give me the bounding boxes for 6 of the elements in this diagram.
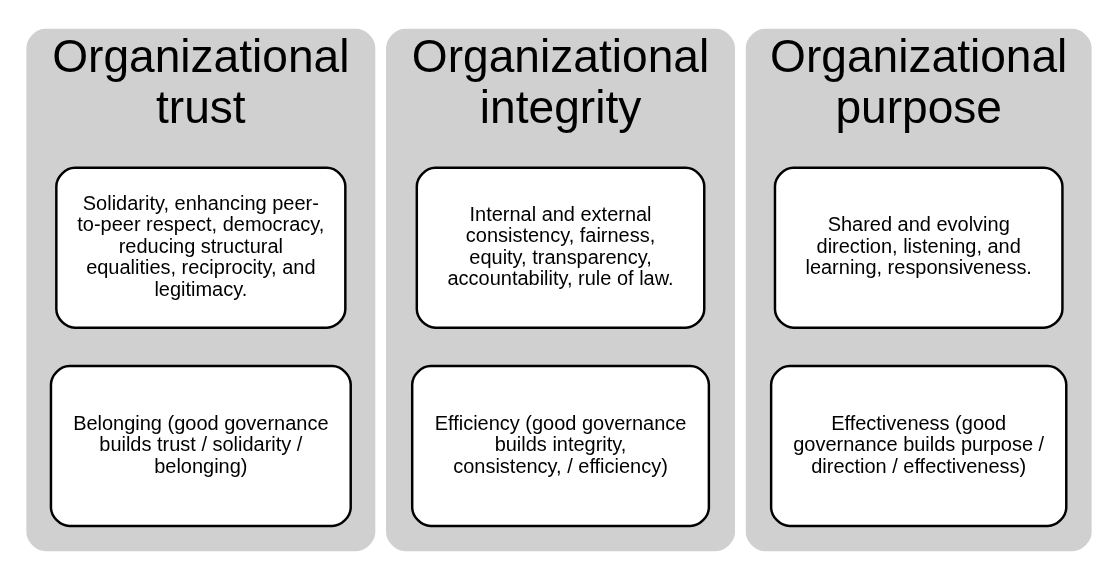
node-box: Belonging (good governance builds trust / solidarity / belonging) [49, 364, 352, 527]
node-box: Shared and evolving direction, listening, and learning, responsiveness. [773, 166, 1064, 329]
node-box: Solidarity, enhancing peer-to-peer respect, democracy, reducing structural equalities, reciprocity, and legitimacy. [55, 166, 347, 329]
node-box: Efficiency (good governance builds integrity, consistency, / efficiency) [410, 364, 711, 527]
node-box: Effectiveness (good governance builds purpose / direction / effectiveness) [769, 364, 1068, 527]
node-box: Internal and external consistency, fairness, equity, transparency, accountability, rule of law. [415, 166, 706, 329]
